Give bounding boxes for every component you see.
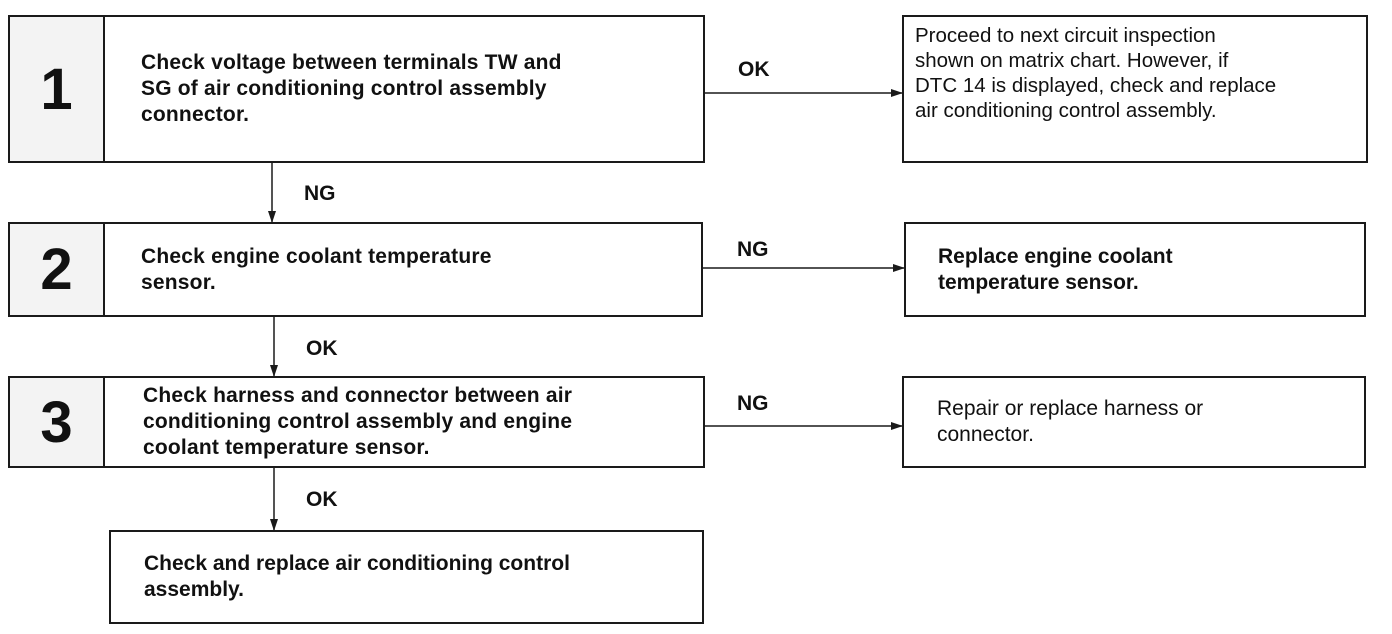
outcome-1-text: Proceed to next circuit inspection shown… <box>915 24 1277 122</box>
label-step1-ng: NG <box>304 182 336 205</box>
step-1-text: Check voltage between terminals TW and S… <box>141 51 562 126</box>
step-1-number: 1 <box>10 17 105 161</box>
step-2-text: Check engine coolant temperature sensor. <box>141 244 492 294</box>
outcome-2-box: Replace engine coolant temperature senso… <box>904 222 1366 317</box>
label-step3-ok: OK <box>306 488 338 511</box>
label-step1-ok: OK <box>738 58 770 81</box>
label-step3-ng: NG <box>737 392 769 415</box>
step-3-number: 3 <box>10 378 105 466</box>
step-1-box: 1 Check voltage between terminals TW and… <box>8 15 705 163</box>
outcome-3-box: Repair or replace harness or connector. <box>902 376 1366 468</box>
step-2-number: 2 <box>10 224 105 315</box>
label-step2-ok: OK <box>306 337 338 360</box>
outcome-2-text: Replace engine coolant temperature senso… <box>938 244 1173 294</box>
final-step-text: Check and replace air conditioning contr… <box>144 552 570 601</box>
step-3-box: 3 Check harness and connector between ai… <box>8 376 705 468</box>
label-step2-ng: NG <box>737 238 769 261</box>
step-3-text: Check harness and connector between air … <box>143 384 573 459</box>
outcome-3-text: Repair or replace harness or connector. <box>937 397 1204 446</box>
final-step-box: Check and replace air conditioning contr… <box>109 530 704 624</box>
step-2-box: 2 Check engine coolant temperature senso… <box>8 222 703 317</box>
outcome-1-box: Proceed to next circuit inspection shown… <box>902 15 1368 163</box>
